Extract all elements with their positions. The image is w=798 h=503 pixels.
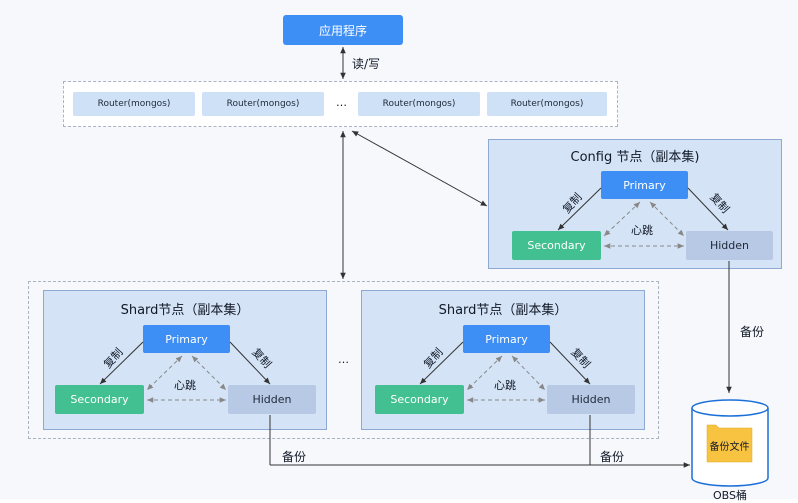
read-write-label: 读/写	[352, 57, 381, 71]
router-node: Router(mongos)	[73, 92, 195, 116]
shard2-hidden-node: Hidden	[547, 385, 635, 414]
shard-title-2: Shard节点（副本集）	[438, 303, 568, 318]
backup-file-label: 备份文件	[709, 442, 750, 453]
shard2-primary-node: Primary	[463, 325, 550, 353]
obs-bucket-icon	[691, 399, 769, 487]
router-node: Router(mongos)	[487, 92, 607, 116]
shard-ellipsis: …	[338, 353, 349, 366]
shard1-primary-hidden-arrow	[229, 341, 271, 385]
backup-label-shard1: 备份	[282, 450, 307, 464]
shard2-primary-hidden-arrow	[549, 341, 591, 385]
shard1-secondary-node: Secondary	[55, 385, 144, 414]
obs-bucket-label: OBS桶	[713, 489, 747, 502]
shard2-heartbeat-arrow-right	[511, 355, 546, 391]
shard1-hidden-node: Hidden	[228, 385, 316, 414]
shard-group	[28, 281, 659, 439]
config-primary-node: Primary	[601, 171, 688, 199]
router-node: Router(mongos)	[358, 92, 480, 116]
shard-title-1: Shard节点（副本集）	[120, 303, 250, 318]
shard2-heartbeat-arrow-left	[466, 355, 503, 391]
shard2-primary-secondary-arrow	[419, 341, 464, 385]
shard1-heartbeat-arrow-right	[191, 355, 227, 391]
shard1-primary-secondary-arrow	[99, 341, 144, 385]
config-primary-secondary-arrow	[557, 187, 602, 231]
config-heartbeat-arrow-left	[603, 201, 641, 237]
config-hidden-node: Hidden	[686, 231, 773, 260]
config-title: Config 节点（副本集)	[570, 150, 700, 165]
router-node: Router(mongos)	[202, 92, 324, 116]
backup-label-config: 备份	[740, 325, 765, 339]
shard2-secondary-node: Secondary	[375, 385, 464, 414]
backup-label-shard2: 备份	[600, 450, 625, 464]
config-secondary-node: Secondary	[512, 231, 601, 260]
config-primary-hidden-arrow	[687, 187, 729, 231]
router-config-arrow	[351, 130, 488, 207]
app-node: 应用程序	[283, 15, 403, 45]
router-ellipsis: …	[336, 96, 347, 109]
shard1-primary-node: Primary	[143, 325, 230, 353]
config-heartbeat-arrow-right	[649, 201, 685, 237]
shard1-heartbeat-arrow-left	[146, 355, 183, 391]
